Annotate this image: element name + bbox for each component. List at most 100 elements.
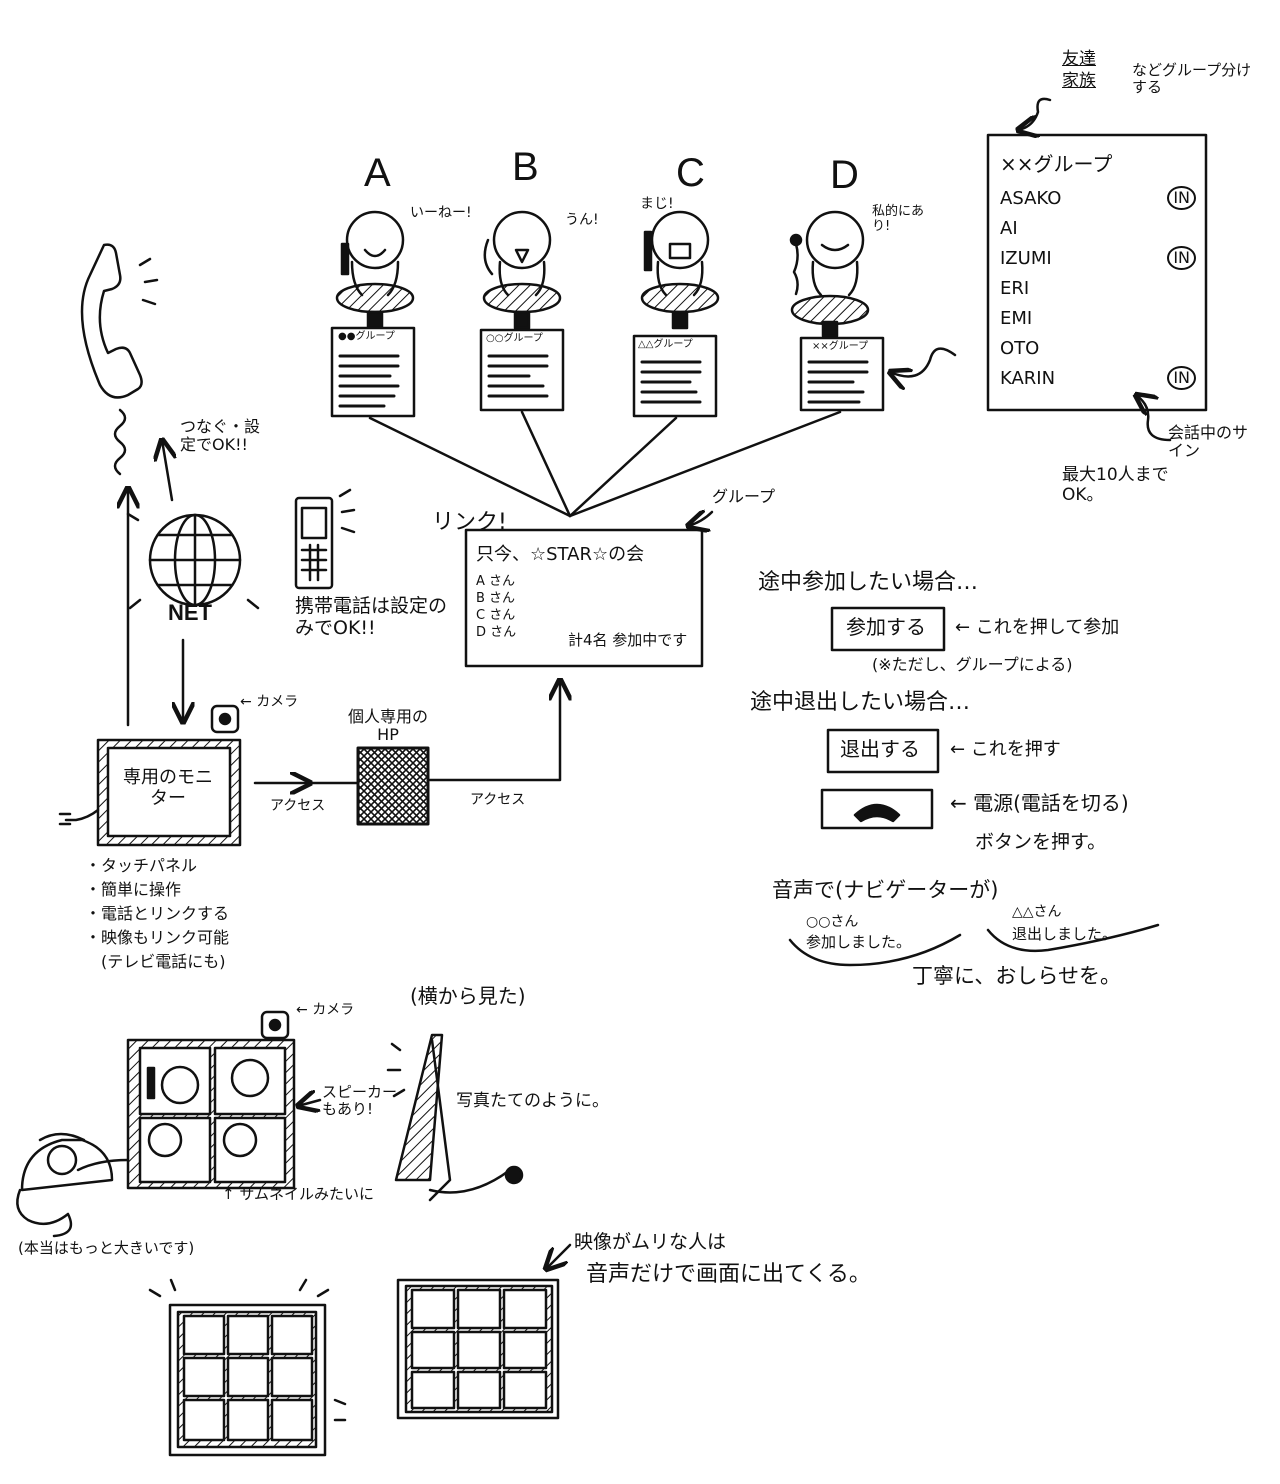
power-button[interactable]: [820, 788, 934, 830]
group-label-pointer: [688, 512, 714, 526]
camera-label-2: ← カメラ: [296, 1002, 354, 1018]
member-in-badge: IN: [1167, 366, 1196, 390]
voice-left-1: ○○さん: [806, 914, 859, 930]
thumbnail-note: ↑ サムネイルみたいに: [222, 1185, 375, 1203]
group-status-box: [464, 528, 704, 668]
feature-bullet: ・: [85, 880, 102, 899]
status-footer: 計4名 参加中です: [568, 631, 688, 649]
group-note-bottom: 家族: [1062, 71, 1096, 91]
member-name: IZUMI: [1000, 247, 1052, 269]
feature-text: 映像もリンク可能: [101, 928, 230, 947]
leave-heading: 途中退出したい場合…: [750, 690, 971, 715]
net-note: つなぐ・設定でOK!!: [180, 417, 261, 455]
feature-text: 簡単に操作: [101, 880, 182, 899]
feature-bullet: ・: [85, 928, 102, 947]
voice-bubble-left: [788, 933, 962, 967]
rotary-phone-icon: [16, 1132, 114, 1238]
person-a-letter: A: [364, 151, 391, 195]
document-c: [632, 334, 718, 418]
speaker-pointer: [298, 1100, 322, 1106]
status-members: A さん B さん C さん D さん: [476, 570, 696, 640]
feature-item: ・タッチパネル: [85, 852, 229, 876]
globe-icon: [126, 512, 260, 610]
feature-item: ・映像もリンク可能: [85, 924, 229, 948]
doc-a-header: ●●グループ: [338, 331, 395, 342]
link-line-b: [520, 410, 572, 518]
video-grid: [138, 1046, 287, 1184]
person-a-speech: いーねー!: [410, 205, 472, 221]
max-people-note: 最大10人までOK。: [1062, 465, 1169, 505]
member-row: AI: [1000, 213, 1196, 243]
feature-text: 電話とリンクする: [101, 904, 230, 923]
status-box-content: 只今、☆STAR☆の会 A さん B さん C さん D さん: [476, 540, 696, 640]
camera-arrow-2: ←: [296, 1002, 313, 1018]
grid-screen-video: [148, 1278, 347, 1457]
voice-left-2: 参加しました。: [806, 933, 912, 951]
talking-sign-arrow: [1136, 395, 1172, 442]
hp-label: 個人専用のHP: [347, 707, 428, 745]
mobile-note: 携帯電話は設定のみでOK!!: [295, 595, 448, 639]
doc-b-header: ○○グループ: [486, 333, 543, 344]
feature-bullet: ・: [85, 904, 102, 923]
feature-items: ・タッチパネル・簡単に操作・電話とリンクする・映像もリンク可能 (テレビ電話にも…: [85, 852, 229, 972]
camera-label-1-text: カメラ: [256, 694, 299, 710]
monitor-cable: [58, 808, 100, 826]
link-line-a: [368, 416, 572, 518]
feature-list: ・タッチパネル・簡単に操作・電話とリンクする・映像もリンク可能 (テレビ電話にも…: [85, 852, 229, 972]
group-list-title: ××グループ: [1000, 152, 1113, 176]
doc-d-header: ××グループ: [812, 341, 869, 352]
doc-c-header: △△グループ: [638, 339, 693, 350]
audio-note-pointer: [546, 1243, 572, 1269]
hp-to-group-arrow: [428, 680, 560, 782]
voice-right-2: 退出しました。: [1012, 925, 1118, 943]
status-member: D さん: [476, 625, 517, 640]
person-a: [335, 210, 415, 330]
member-name: KARIN: [1000, 367, 1056, 389]
status-title: 只今、☆STAR☆の会: [476, 544, 645, 565]
join-button[interactable]: 参加する: [846, 615, 926, 639]
grid-screen-audio: [396, 1278, 560, 1420]
status-member: C さん: [476, 608, 516, 623]
group-note-top: 友達: [1062, 49, 1096, 69]
voice-heading: 音声で(ナビゲーターが): [772, 878, 999, 902]
person-b: [482, 210, 562, 330]
camera-arrow-1: ←: [240, 694, 257, 710]
voice-right-1: △△さん: [1012, 904, 1062, 920]
person-d-letter: D: [830, 153, 859, 197]
mobile-phone-icon: [294, 488, 356, 590]
document-b: [479, 328, 565, 412]
feature-item: ・簡単に操作: [85, 876, 229, 900]
link-label: リンク!: [432, 510, 507, 535]
side-view-label: (横から見た): [410, 984, 526, 1008]
feature-bullet: ・: [85, 856, 102, 875]
monitor-screen: [106, 746, 232, 838]
status-member: B さん: [476, 591, 516, 606]
person-b-letter: B: [512, 145, 539, 189]
leave-button[interactable]: 退出する: [840, 737, 920, 761]
join-button-frame: [830, 606, 946, 652]
feature-bullet: [85, 952, 101, 971]
link-line-d: [568, 410, 842, 518]
list-to-doc-arrow: [890, 347, 957, 377]
leave-button-frame: [826, 728, 940, 774]
member-in-badge: IN: [1167, 186, 1196, 210]
phone-receiver-icon: [80, 243, 159, 476]
member-name: ERI: [1000, 277, 1030, 299]
group-note-arrow: [1018, 97, 1052, 130]
voice-bubble-right: [986, 923, 1160, 952]
net-label: NET: [168, 600, 212, 625]
feature-item: (テレビ電話にも): [85, 948, 229, 972]
status-member: A さん: [476, 574, 516, 589]
person-c-letter: C: [676, 151, 705, 195]
join-sub: (※ただし、グループによる): [872, 655, 1073, 674]
join-heading: 途中参加したい場合…: [758, 570, 979, 595]
video-cable: [76, 1158, 130, 1172]
member-row: ERI: [1000, 273, 1196, 303]
member-name: AI: [1000, 217, 1018, 239]
person-d-speech: 私的にあり!: [872, 204, 925, 234]
feature-text: (テレビ電話にも): [101, 952, 226, 971]
access-label-2: アクセス: [470, 792, 526, 808]
